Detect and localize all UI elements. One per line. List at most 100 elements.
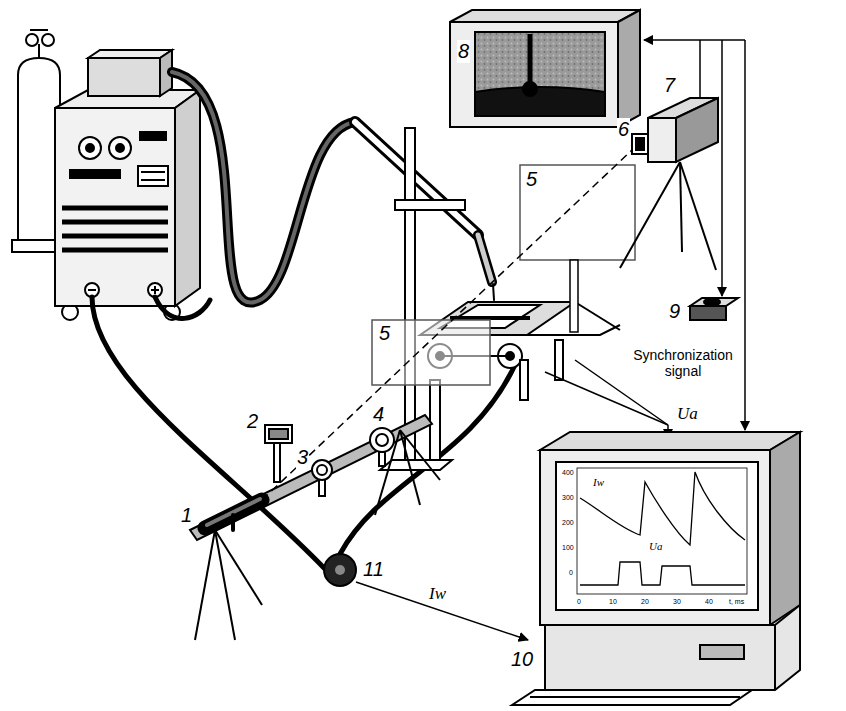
- axis-tick: 40: [704, 598, 714, 606]
- optical-bench: [190, 415, 440, 640]
- video-monitor-part: [450, 22, 618, 127]
- power-source-part: [55, 108, 175, 306]
- camera-part: [676, 98, 718, 162]
- callout-number: 4: [372, 403, 385, 426]
- computer-part: [512, 690, 752, 705]
- oscillogram-part: [577, 468, 747, 594]
- gas-cylinder: [18, 30, 60, 240]
- axis-tick: 30: [672, 598, 682, 606]
- glass-panel-part: [372, 320, 490, 385]
- torch-part: [478, 235, 492, 282]
- power-source-part: [70, 170, 120, 178]
- laser-part: [231, 515, 235, 530]
- torch-part: [172, 72, 355, 303]
- glass-panel-part: [520, 165, 635, 260]
- optical-bench-part: [215, 530, 262, 605]
- camera-part: [636, 138, 644, 150]
- glass-panel-part: [570, 260, 578, 332]
- optical-bench-part: [375, 430, 400, 515]
- video-monitor-part: [475, 32, 605, 116]
- signal-lines-part: [545, 372, 668, 425]
- callout-number: 7: [663, 74, 676, 97]
- computer-part: [540, 450, 770, 625]
- torch-stand-part: [430, 380, 440, 460]
- callout-number: 5: [378, 322, 391, 345]
- optical-element-part: [379, 452, 385, 466]
- gas-cylinder-part: [30, 29, 48, 31]
- optical-element-part: [370, 428, 394, 452]
- power-source-part: [62, 234, 168, 239]
- current-sensor-part: [335, 565, 345, 575]
- axis-tick: 20: [640, 598, 650, 606]
- optical-element-part: [317, 465, 327, 475]
- axis-tick: 100: [561, 544, 575, 552]
- power-source-part: [141, 179, 165, 181]
- camera: [620, 98, 718, 270]
- power-source-part: [116, 144, 124, 152]
- gas-cylinder-part: [38, 44, 40, 58]
- torch-part: [172, 72, 355, 303]
- power-source-part: [62, 220, 168, 225]
- axis-tick: 400: [561, 469, 575, 477]
- camera-part: [632, 134, 648, 154]
- power-source-part: [62, 248, 168, 253]
- optical-element-part: [269, 429, 288, 439]
- computer: [512, 432, 800, 705]
- cables-part: [92, 297, 324, 568]
- camera-part: [680, 162, 716, 270]
- signal-lines-part: [721, 40, 723, 296]
- computer-part: [556, 462, 758, 610]
- power-source-part: [141, 171, 165, 173]
- gas-cylinder-part: [18, 58, 60, 240]
- current-sensor-part: [324, 554, 356, 586]
- optical-bench-part: [190, 415, 432, 540]
- current-sensor: [324, 554, 356, 586]
- video-monitor-part: [475, 87, 605, 116]
- power-source-part: [88, 289, 96, 291]
- optical-element-part: [265, 425, 292, 443]
- torch-stand-part: [405, 128, 415, 468]
- work-table-part: [575, 302, 620, 330]
- signal-name: Ua: [676, 404, 699, 424]
- callout-number: 6: [617, 118, 630, 141]
- camera-part: [620, 162, 680, 268]
- signal-name: Synchronization signal: [624, 347, 742, 379]
- power-source-part: [109, 137, 131, 159]
- power-source-part: [175, 90, 200, 306]
- axis-tick: 10: [608, 598, 618, 606]
- optical-element-part: [312, 460, 332, 480]
- computer-part: [774, 625, 776, 690]
- cables: [92, 297, 515, 568]
- power-source-part: [140, 132, 166, 140]
- video-monitor: [450, 10, 640, 127]
- torch-part: [355, 122, 478, 235]
- glass-panel: [372, 165, 635, 385]
- computer-part: [770, 432, 800, 625]
- oscillogram-part: [580, 562, 745, 585]
- torch-stand-part: [395, 200, 465, 210]
- video-monitor-part: [618, 10, 640, 127]
- power-source-part: [79, 137, 101, 159]
- callout-number: 9: [668, 300, 681, 323]
- torch-part: [478, 235, 492, 282]
- computer-part: [545, 605, 800, 690]
- callout-number: 1: [180, 504, 193, 527]
- power-source-part: [138, 166, 168, 186]
- oscillogram: [577, 468, 747, 594]
- power-source-part: [154, 286, 156, 294]
- computer-part: [530, 696, 740, 698]
- power-source-part: [62, 206, 168, 211]
- torch-part: [493, 284, 494, 300]
- callout-number: 2: [246, 410, 259, 433]
- torch: [172, 72, 494, 303]
- callout-number: 11: [362, 558, 385, 581]
- trace-name: Ua: [648, 540, 663, 553]
- optical-element-part: [274, 442, 280, 482]
- signal-lines-part: [699, 40, 701, 98]
- optical-element-part: [376, 434, 388, 446]
- axis-tick: 0: [568, 569, 574, 577]
- callout-number: 10: [510, 648, 534, 671]
- cables-part: [155, 297, 210, 318]
- power-source-part: [88, 58, 160, 96]
